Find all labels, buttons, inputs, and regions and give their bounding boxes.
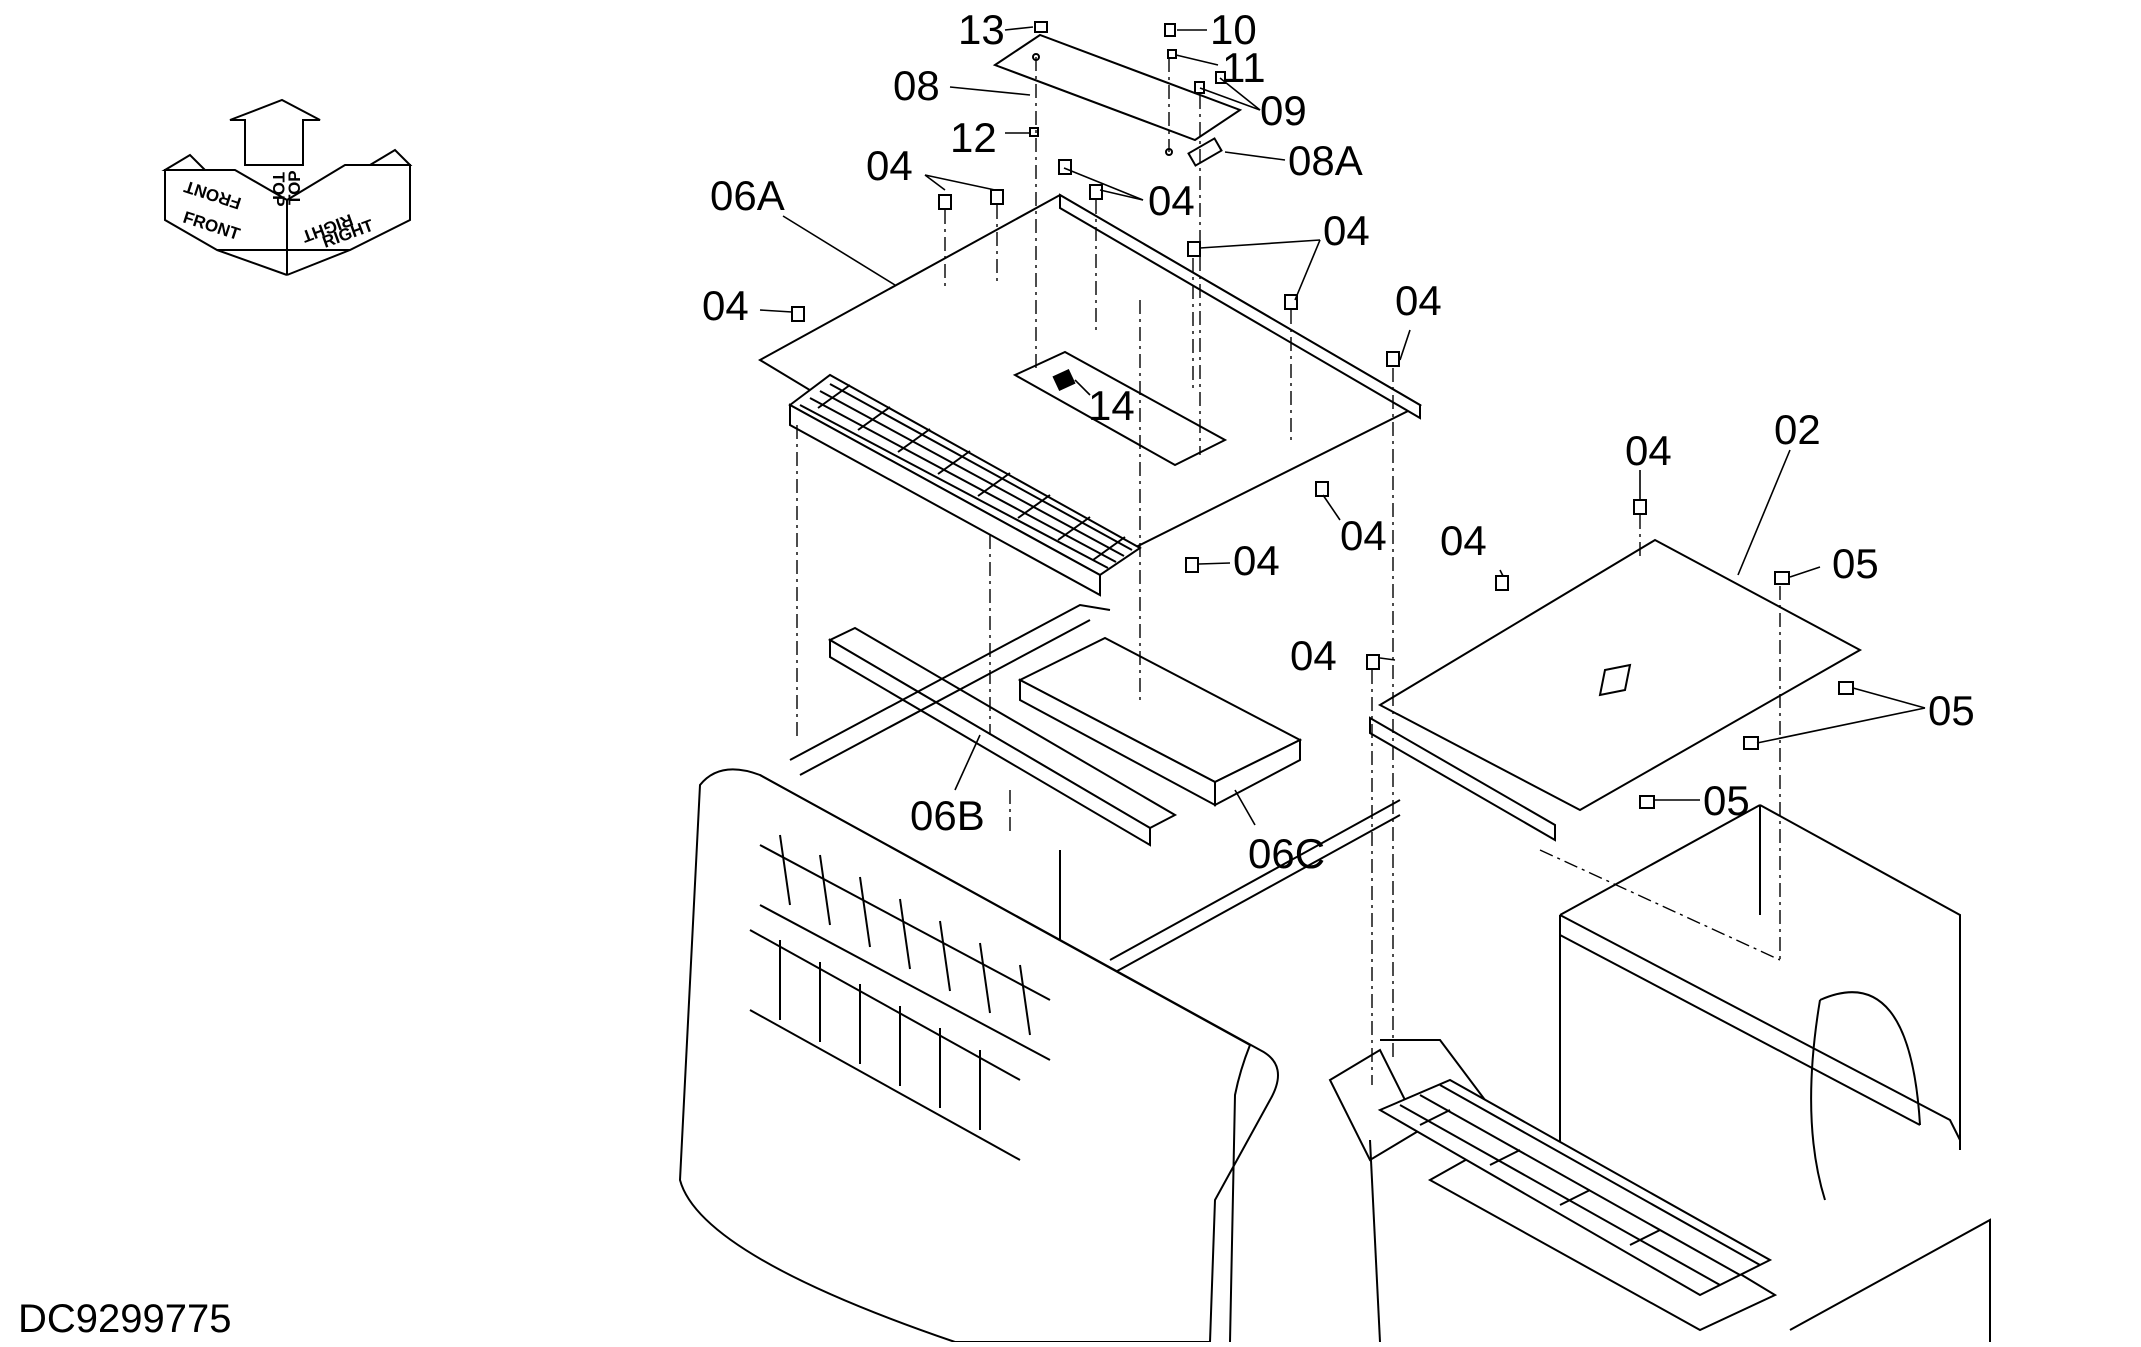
bolt-04-icon	[938, 194, 952, 210]
bolt-04-icon	[1187, 241, 1201, 257]
bolt-04-icon	[990, 189, 1004, 205]
orientation-indicator: FRONT FRONT TOP TOP RIGHT RIGHT	[161, 98, 413, 276]
callout-05-a: 05	[1832, 540, 1879, 587]
callout-04-i: 04	[1233, 537, 1280, 584]
bolt-04-icon	[1386, 351, 1400, 367]
bolt-04-icon	[1058, 159, 1072, 175]
callout-09: 09	[1260, 87, 1307, 134]
bolt-05-icon	[1743, 736, 1759, 750]
small-cover-08	[992, 33, 1243, 167]
bar-06b	[827, 626, 1178, 847]
callout-08a: 08A	[1288, 137, 1363, 184]
bolt-04-icon	[1315, 481, 1329, 497]
callout-06b: 06B	[910, 792, 985, 839]
leader-lines	[759, 26, 1926, 826]
grille-pattern	[799, 383, 1133, 569]
callout-04-a: 04	[866, 142, 913, 189]
bolt-04-icon	[1366, 654, 1380, 670]
washer-11-icon	[1167, 49, 1177, 59]
callout-04-h: 04	[1440, 517, 1487, 564]
bolt-04-icon	[1089, 184, 1103, 200]
callout-06c: 06C	[1248, 830, 1325, 877]
callout-04-j: 04	[1290, 632, 1337, 679]
top-cover-06a	[757, 193, 1423, 597]
top-cover-02	[1369, 538, 1863, 842]
callout-05-c: 05	[1703, 777, 1750, 824]
callout-04-c: 04	[1323, 207, 1370, 254]
grommet-12-icon	[1029, 127, 1039, 137]
bolt-04-icon	[1633, 499, 1647, 515]
bolt-09-icon	[1194, 81, 1205, 94]
callout-04-g: 04	[1625, 427, 1672, 474]
callout-04-e: 04	[1395, 277, 1442, 324]
callout-04-d: 04	[702, 282, 749, 329]
louver-vents	[749, 834, 1051, 1161]
orientation-top-mirrored-label: TOP	[285, 170, 304, 205]
bolt-04-icon	[1284, 294, 1298, 310]
bolt-05-icon	[1838, 681, 1854, 695]
bolt-05-icon	[1639, 795, 1655, 809]
block-06c	[1017, 636, 1303, 807]
bolt-05-icon	[1774, 571, 1790, 585]
callout-14: 14	[1088, 382, 1135, 429]
document-id: DC9299775	[18, 1297, 232, 1341]
bolt-markers	[791, 21, 1854, 809]
callout-06a: 06A	[710, 172, 785, 219]
callout-11: 11	[1222, 44, 1266, 91]
callout-04-b: 04	[1148, 177, 1195, 224]
bolt-04-icon	[791, 306, 805, 322]
callout-02: 02	[1774, 406, 1821, 453]
alignment-lines	[796, 57, 1781, 1085]
bolt-04-icon	[1495, 575, 1509, 591]
knob-13-icon	[1034, 21, 1048, 33]
callout-05-b: 05	[1928, 687, 1975, 734]
bolt-04-icon	[1185, 557, 1199, 573]
callout-10: 10	[1210, 6, 1257, 53]
side-panel	[678, 768, 1279, 1343]
callout-04-f: 04	[1340, 512, 1387, 559]
callout-12: 12	[950, 114, 997, 161]
callout-labels: 13 10 11 08 09 12 08A 04 06A 04 04 04 04…	[702, 6, 1975, 877]
radiator-grille	[1377, 1078, 1773, 1297]
orientation-top-label: TOP	[269, 172, 288, 207]
callout-13: 13	[958, 6, 1005, 53]
bolt-10-icon	[1164, 23, 1176, 37]
callout-08: 08	[893, 62, 940, 109]
